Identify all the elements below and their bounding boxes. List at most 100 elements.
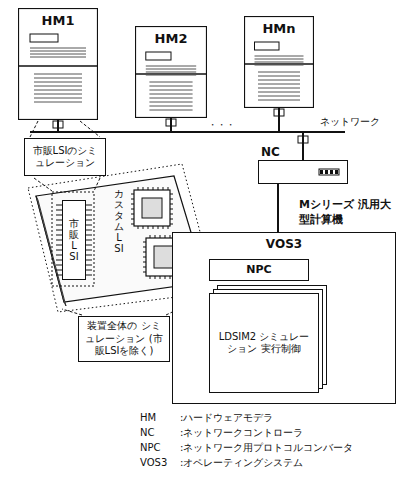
grille-line: [258, 76, 300, 77]
grille-line: [34, 94, 82, 95]
grille-line: [149, 94, 192, 95]
grille-line: [255, 59, 304, 60]
tower-body: [245, 17, 314, 108]
custom-lsi-chip: [134, 190, 170, 226]
grille-line: [146, 66, 196, 67]
indicator: [320, 170, 323, 174]
big-node: Mシリーズ 汎用大型計算機VOS3NPCLDSIM2 シミュレーション 実行制御: [172, 232, 396, 404]
grille-line: [149, 86, 192, 87]
grille-line: [30, 51, 86, 52]
pin: [56, 250, 62, 251]
leader-line: [62, 309, 82, 315]
leader-line: [94, 178, 100, 191]
pin: [86, 230, 92, 231]
grille-line: [34, 86, 82, 87]
pin: [86, 220, 92, 221]
pin: [86, 255, 92, 256]
pin: [86, 270, 92, 271]
lsi-dotted-outline: [52, 192, 94, 286]
grille-line: [149, 90, 192, 91]
grille-line: [149, 102, 192, 103]
leader-line: [34, 178, 52, 191]
pin: [86, 245, 92, 246]
grille-line: [149, 98, 192, 99]
grille-line: [34, 74, 82, 75]
tower-node: HM1: [18, 8, 98, 120]
grille-line: [258, 80, 300, 81]
pin: [86, 275, 92, 276]
link-line: [277, 184, 279, 232]
chip-label: カスタムLSI: [114, 188, 124, 254]
pin: [86, 205, 92, 206]
pin: [56, 230, 62, 231]
network-line: [279, 108, 303, 160]
stack-node: LDSIM2 シミュレーション 実行制御: [209, 293, 319, 393]
chip-label: 市販LSI: [69, 218, 79, 262]
tower-body: [19, 9, 98, 120]
tower-divider: [18, 65, 98, 67]
network-line: [171, 118, 303, 160]
box-node: 装置全体の シミュレーション (市販LSIを除く): [78, 316, 170, 362]
abbreviation-meaning: :ハードウェアモデラ: [180, 412, 273, 424]
indicator: [330, 170, 333, 174]
grille-line: [258, 84, 300, 85]
drive-slot: [30, 34, 58, 42]
grille-line: [34, 102, 82, 103]
nc-node: NC: [258, 160, 348, 184]
controller-name: NC: [261, 145, 280, 159]
hardware-modeler-name: HM2: [153, 31, 190, 46]
leader-line: [80, 121, 100, 137]
abbreviation: VOS3: [140, 457, 167, 469]
pin: [86, 235, 92, 236]
pin: [56, 275, 62, 276]
tower-node: HMn: [244, 16, 314, 108]
grille-line: [255, 62, 304, 63]
tower-body: [136, 27, 207, 118]
callout-text: 市販LSIのシミュレーション: [29, 145, 101, 170]
chip-node: 市販LSI: [62, 200, 86, 280]
pin: [56, 235, 62, 236]
pin: [56, 265, 62, 266]
callout-text: LDSIM2 シミュレーション 実行制御: [214, 331, 314, 356]
grille-line: [258, 72, 300, 73]
callout-text: 装置全体の シミュレーション (市販LSIを除く): [83, 320, 165, 358]
drive-slot: [146, 52, 171, 60]
grille-line: [149, 110, 192, 111]
grille-line: [258, 92, 300, 93]
pin: [86, 215, 92, 216]
pin: [56, 225, 62, 226]
controller-front: [259, 161, 349, 185]
component-name: NPC: [214, 263, 304, 277]
chip-die: [142, 198, 162, 218]
os-name: VOS3: [266, 237, 302, 253]
hardware-modeler-name: HM1: [40, 13, 77, 28]
network-bus: [30, 131, 58, 133]
pin: [86, 240, 92, 241]
grille-line: [146, 75, 196, 76]
pin: [86, 225, 92, 226]
tower-divider: [244, 63, 314, 65]
grille-line: [34, 82, 82, 83]
grille-line: [34, 78, 82, 79]
abbreviation: NPC: [140, 442, 161, 454]
indicator: [325, 170, 328, 174]
grille-line: [258, 96, 300, 97]
abbreviation-meaning: :オペレーティングシステム: [180, 457, 303, 469]
grille-line: [258, 100, 300, 101]
pin: [86, 250, 92, 251]
pin: [56, 245, 62, 246]
panel: [319, 169, 339, 175]
pin: [56, 210, 62, 211]
network-label: ・・・: [208, 120, 235, 131]
grille-line: [34, 98, 82, 99]
network-bus: [303, 131, 345, 133]
grille-line: [258, 88, 300, 89]
pin: [86, 265, 92, 266]
grille-line: [255, 56, 304, 57]
pin: [56, 215, 62, 216]
hardware-modeler-name: HMn: [260, 21, 297, 36]
grille-line: [146, 72, 196, 73]
grille-line: [149, 82, 192, 83]
abbreviation-meaning: :ネットワークコントローラ: [180, 427, 303, 439]
